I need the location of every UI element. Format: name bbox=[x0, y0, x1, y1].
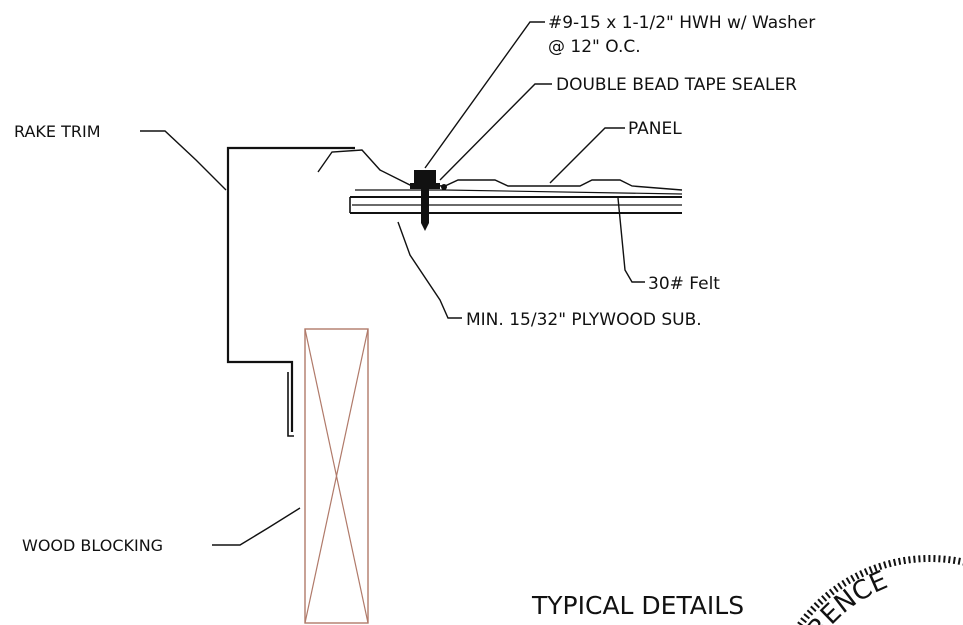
plywood-label: MIN. 15/32" PLYWOOD SUB. bbox=[466, 310, 702, 330]
fastener bbox=[410, 170, 440, 231]
metal-panel-profile bbox=[317, 149, 683, 191]
seal-text: RENCE bbox=[802, 566, 892, 625]
felt-label: 30# Felt bbox=[648, 274, 720, 294]
fastener-label-line1: #9-15 x 1-1/2" HWH w/ Washer bbox=[548, 13, 815, 33]
sealer-label: DOUBLE BEAD TAPE SEALER bbox=[556, 75, 797, 95]
tape-sealer bbox=[441, 184, 447, 190]
panel-label: PANEL bbox=[628, 119, 682, 139]
engineer-seal: RENCE bbox=[797, 555, 963, 625]
wood-blocking bbox=[304, 328, 369, 624]
plywood-substrate bbox=[349, 196, 682, 214]
svg-text:RENCE: RENCE bbox=[802, 566, 892, 625]
leader-lines bbox=[140, 21, 645, 546]
rake-trim-hem bbox=[287, 372, 294, 437]
metal-panel-underside bbox=[355, 189, 683, 195]
typical-details-title: TYPICAL DETAILS bbox=[531, 591, 744, 620]
rake-trim-label: RAKE TRIM bbox=[14, 122, 101, 141]
fastener-label-line2: @ 12" O.C. bbox=[548, 37, 641, 57]
rake-trim-profile bbox=[226, 146, 355, 432]
wood-blocking-label: WOOD BLOCKING bbox=[22, 536, 163, 555]
